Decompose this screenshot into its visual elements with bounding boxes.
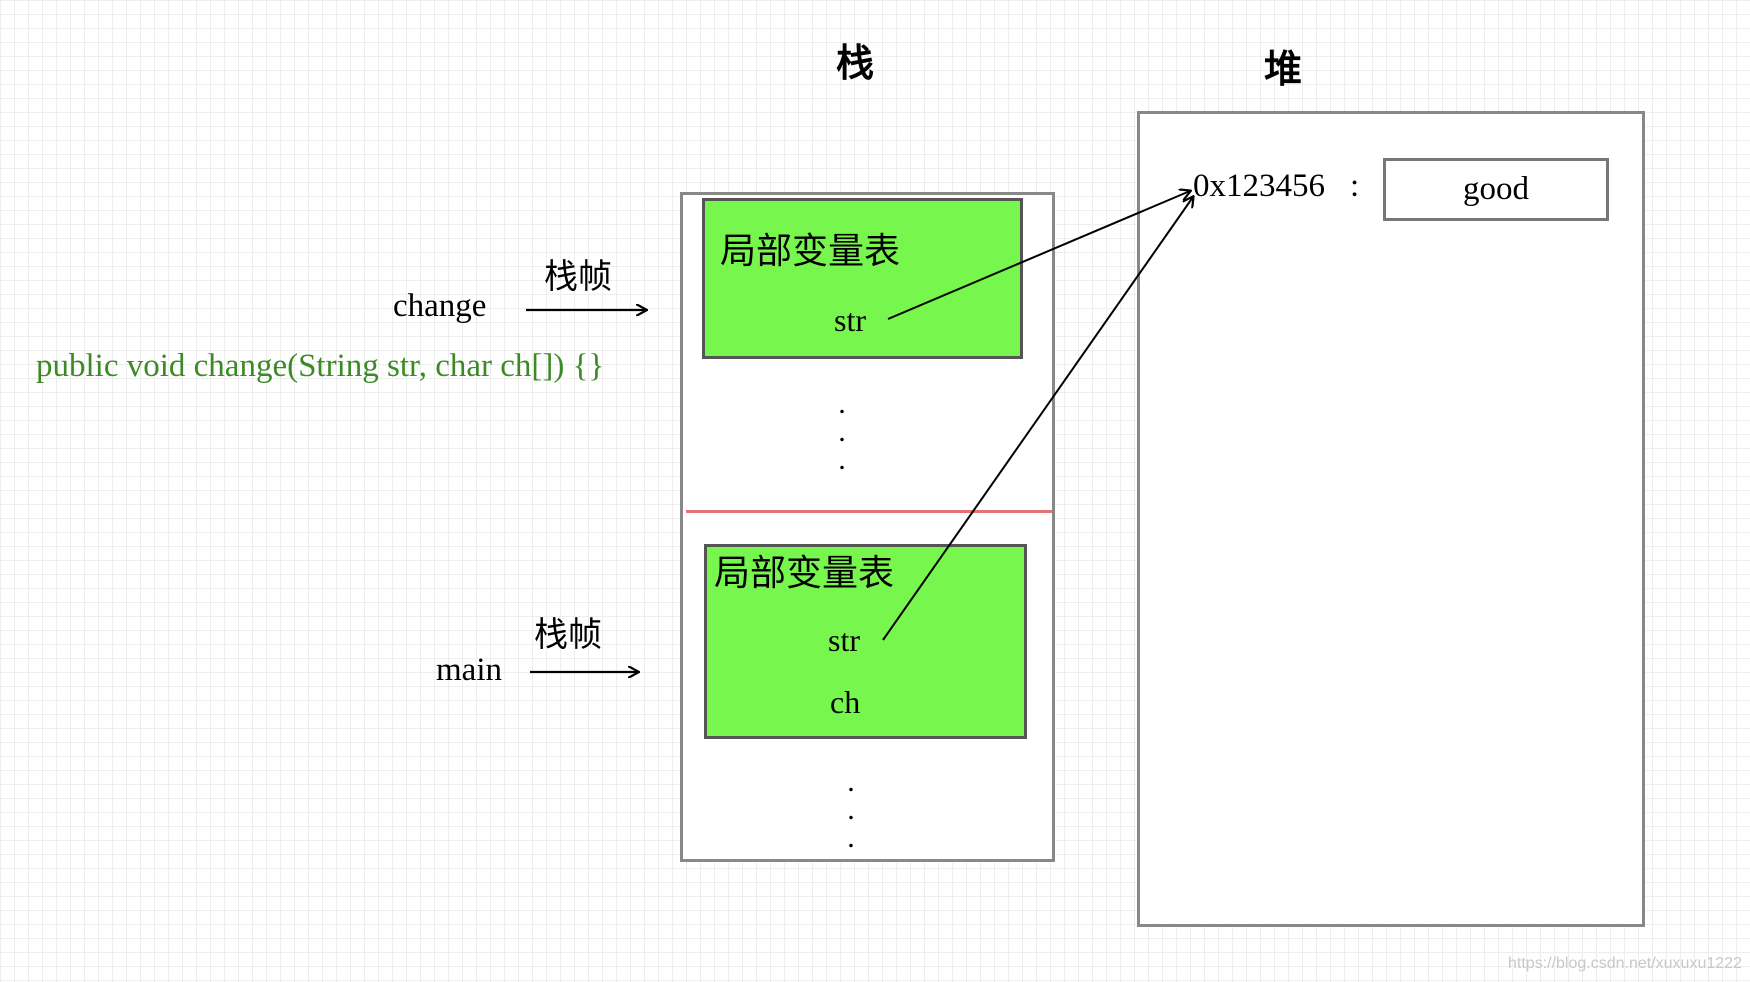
heap-address: 0x123456	[1193, 168, 1325, 204]
heap-value-box: good	[1383, 158, 1609, 221]
main-var-ch: ch	[830, 684, 861, 720]
ellipsis-dots: . . .	[847, 765, 855, 854]
change-str-reference-arrow	[887, 191, 1190, 320]
heap-title: 堆	[1264, 47, 1303, 91]
change-local-variable-table	[702, 198, 1023, 359]
change-frame-label: 栈帧	[544, 257, 612, 297]
main-local-variable-table	[704, 544, 1027, 739]
ellipsis-dots: . . .	[838, 387, 846, 476]
change-var-str: str	[834, 302, 866, 338]
main-label: main	[436, 652, 502, 688]
heap-box	[1137, 111, 1645, 927]
change-label: change	[393, 288, 487, 324]
stack-title: 栈	[836, 41, 875, 85]
heap-value: good	[1463, 171, 1529, 207]
heap-colon: :	[1350, 168, 1360, 204]
method-signature: public void change(String str, char ch[]…	[36, 348, 605, 384]
frame-separator	[686, 510, 1052, 513]
main-frame-label: 栈帧	[534, 615, 602, 655]
main-table-title: 局部变量表	[714, 553, 895, 594]
main-str-reference-arrow	[882, 197, 1193, 641]
watermark: https://blog.csdn.net/xuxuxu1222	[1508, 955, 1742, 972]
change-table-title: 局部变量表	[720, 231, 901, 272]
main-var-str: str	[828, 622, 860, 658]
